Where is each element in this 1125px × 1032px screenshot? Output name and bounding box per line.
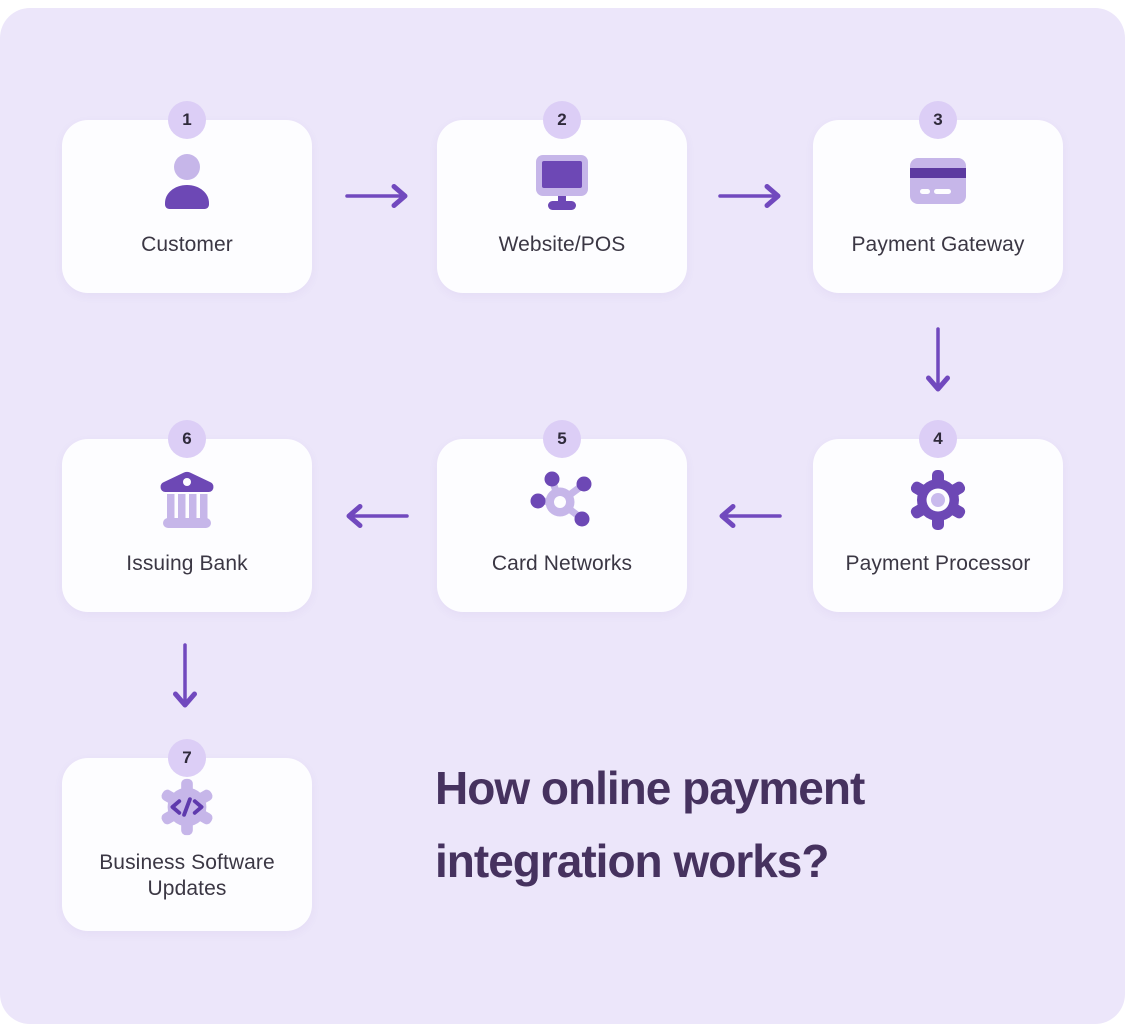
step-label: Business Software Updates	[99, 851, 275, 900]
step-number-badge: 1	[168, 101, 206, 139]
arrow-down-6-to-7	[173, 642, 197, 712]
step-label: Customer	[141, 233, 233, 256]
step-label: Issuing Bank	[126, 552, 248, 575]
credit-card-icon	[813, 146, 1063, 216]
step-card-payment-processor: 4 Payment Processor	[813, 420, 1063, 612]
gear-code-icon	[62, 774, 312, 840]
step-number-badge: 2	[543, 101, 581, 139]
arrow-down-3-to-4	[926, 326, 950, 396]
step-number-badge: 4	[919, 420, 957, 458]
person-icon	[62, 146, 312, 216]
step-label: Payment Gateway	[851, 233, 1025, 256]
step-card-payment-gateway: 3 Payment Gateway	[813, 101, 1063, 293]
step-number-badge: 6	[168, 420, 206, 458]
step-card-business-software-updates: 7 Business Software Update	[62, 739, 312, 931]
bank-icon	[62, 465, 312, 535]
page-title-line2: integration works?	[435, 835, 829, 887]
step-label: Website/POS	[498, 233, 626, 256]
gear-icon	[813, 465, 1063, 535]
arrow-left-4-to-5	[715, 504, 783, 528]
step-card-website-pos: 2 Website/POS	[437, 101, 687, 293]
step-number-badge: 5	[543, 420, 581, 458]
network-icon	[437, 465, 687, 535]
step-label: Payment Processor	[845, 552, 1031, 575]
page-title: How online payment integration works?	[435, 752, 1035, 898]
arrow-right-2-to-3	[717, 184, 785, 208]
step-card-issuing-bank: 6 Issuing Bank	[62, 420, 312, 612]
page-title-line1: How online payment	[435, 762, 865, 814]
arrow-right-1-to-2	[344, 184, 412, 208]
step-number-badge: 3	[919, 101, 957, 139]
step-number-badge: 7	[168, 739, 206, 777]
step-card-customer: 1 Customer	[62, 101, 312, 293]
monitor-icon	[437, 146, 687, 216]
diagram-background: 1 Customer 2 Website/POS 3	[0, 8, 1125, 1024]
arrow-left-5-to-6	[342, 504, 410, 528]
step-card-card-networks: 5 Card Networks	[437, 420, 687, 612]
step-label: Card Networks	[491, 552, 633, 575]
